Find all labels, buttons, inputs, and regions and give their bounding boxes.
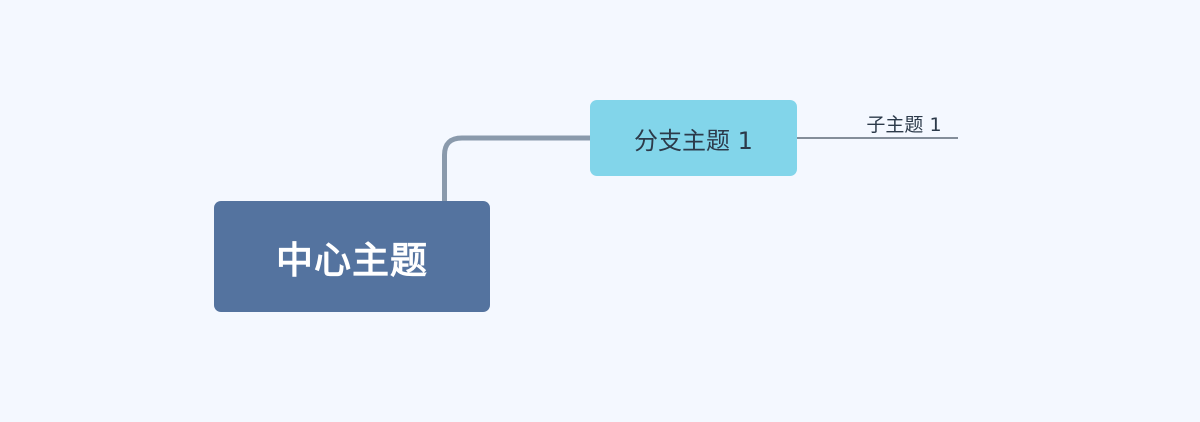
central-to-branch-connector — [442, 135, 590, 201]
central-topic-node[interactable]: 中心主题 — [214, 201, 490, 312]
branch-topic-node[interactable]: 分支主题 1 — [590, 100, 797, 176]
sub-topic-node[interactable]: 子主题 1 — [866, 113, 942, 136]
